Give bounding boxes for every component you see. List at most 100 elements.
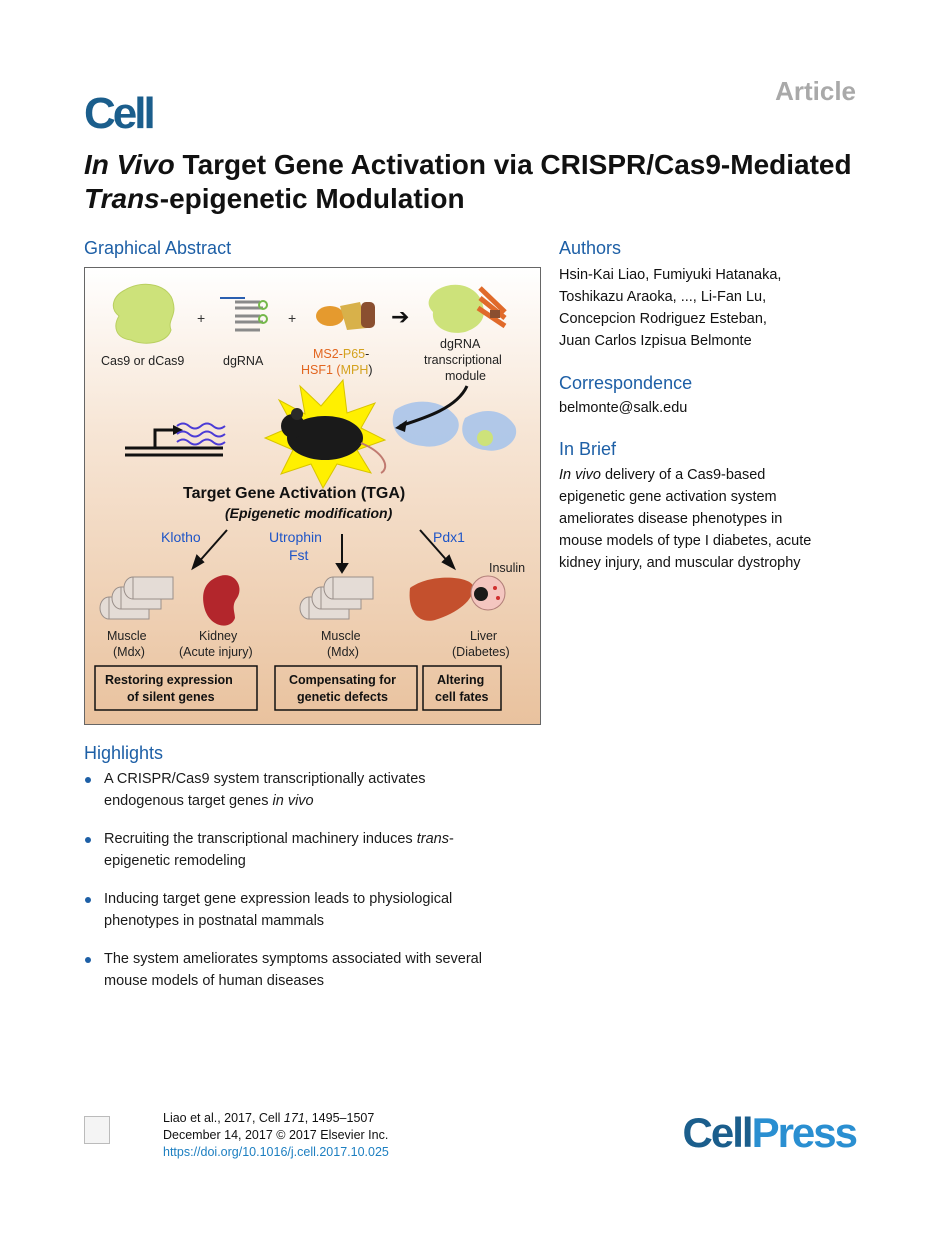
graphical-abstract-figure: + + ➔ Cas9 or dCas9 dgRNA MS2-P65- HSF1 …	[84, 267, 541, 725]
title-text-1: Target Gene Activation via CRISPR/Cas9-M…	[174, 149, 852, 180]
correspondence-heading: Correspondence	[559, 373, 693, 393]
bullet-icon	[85, 777, 91, 783]
muscle-icon-2	[299, 576, 374, 620]
authors-line: Hsin-Kai Liao, Fumiyuki Hatanaka,	[559, 267, 782, 283]
in-brief-heading: In Brief	[559, 439, 617, 459]
graphical-abstract-svg: + + ➔ Cas9 or dCas9 dgRNA MS2-P65- HSF1 …	[94, 283, 525, 711]
highlight-text: -	[448, 831, 454, 847]
plus-sign-1: +	[197, 310, 205, 326]
highlight-item: Inducing target gene expression leads to…	[84, 888, 554, 932]
in-brief-text: In vivo delivery of a Cas9-based epigene…	[559, 464, 859, 574]
in-brief-line: epigenetic gene activation system	[559, 489, 777, 505]
highlight-line: epigenetic remodeling	[104, 853, 246, 869]
citation-line-2: December 14, 2017 © 2017 Elsevier Inc.	[163, 1128, 389, 1142]
highlight-italic: in vivo	[272, 793, 314, 809]
tga-subtitle: (Epigenetic modification)	[225, 505, 393, 521]
pancreatic-cell-icon	[470, 575, 506, 611]
in-brief-line: In vivo delivery of a Cas9-based	[559, 464, 859, 486]
gene-klotho: Klotho	[161, 529, 201, 545]
citation-pages: , 1495–1507	[304, 1111, 375, 1125]
article-type-label: Article	[775, 76, 856, 106]
bullet-icon	[85, 957, 91, 963]
muscle2-sub: (Mdx)	[327, 645, 359, 659]
mph-abbr: MPH	[341, 363, 369, 377]
authors-line: Concepcion Rodriguez Esteban,	[559, 311, 767, 327]
title-italic-trans: Trans	[84, 183, 160, 214]
liver-label: Liver	[470, 629, 497, 643]
highlight-line: A CRISPR/Cas9 system transcriptionally a…	[104, 771, 426, 787]
citation-block: Liao et al., 2017, Cell 171, 1495–1507 D…	[163, 1110, 389, 1161]
publisher-logo: CellPress	[682, 1109, 858, 1156]
gene-promoter-icon	[125, 422, 226, 457]
dgrna-label: dgRNA	[223, 354, 264, 368]
publisher-logo-part1: Cell	[682, 1109, 754, 1156]
dgrna-module-icon	[428, 284, 507, 333]
outcome-3-line2: cell fates	[435, 690, 489, 704]
highlight-text: Recruiting the transcriptional machinery…	[104, 831, 417, 847]
correspondence-email-link[interactable]: belmonte@salk.edu	[559, 400, 688, 416]
outcome-box-3	[422, 665, 502, 711]
muscle-icon-1	[99, 576, 174, 620]
highlight-italic: trans	[416, 831, 449, 847]
check-for-updates-icon[interactable]	[84, 1116, 110, 1144]
gene-utrophin: Utrophin	[269, 529, 322, 545]
authors-heading: Authors	[559, 238, 622, 258]
highlight-line: phenotypes in postnatal mammals	[104, 913, 325, 929]
mph-label-line2: HSF1 (MPH)	[301, 363, 373, 377]
mph-protein-icon	[316, 302, 375, 330]
highlight-line: endogenous target genes in vivo	[104, 790, 554, 812]
outcome-2-line1: Compensating for	[289, 673, 396, 687]
citation-line-1: Liao et al., 2017, Cell 171, 1495–1507	[163, 1110, 389, 1127]
bullet-icon	[85, 897, 91, 903]
effect-arrows	[191, 529, 457, 574]
highlights-list: A CRISPR/Cas9 system transcriptionally a…	[84, 768, 554, 1008]
module-label-3: module	[445, 369, 486, 383]
title-italic-in-vivo: In Vivo	[84, 149, 175, 180]
gene-fst: Fst	[289, 547, 309, 563]
highlight-text: endogenous target genes	[104, 793, 273, 809]
insulin-label: Insulin	[489, 561, 525, 575]
muscle2-label: Muscle	[321, 629, 361, 643]
highlight-line: Inducing target gene expression leads to…	[104, 891, 453, 907]
liver-icon	[409, 577, 474, 621]
ms2-label: MS2-	[313, 347, 343, 361]
hsf1-label: HSF1 (	[301, 363, 341, 377]
publisher-logo-part2: Press	[751, 1109, 858, 1156]
dgrna-icon	[220, 297, 268, 332]
authors-list: Hsin-Kai Liao, Fumiyuki Hatanaka, Toshik…	[559, 264, 859, 352]
in-brief-line: mouse models of type I diabetes, acute	[559, 533, 812, 549]
outcome-box-1	[94, 665, 258, 711]
in-brief-line: ameliorates disease phenotypes in	[559, 511, 783, 527]
gene-pdx1: Pdx1	[433, 529, 465, 545]
p65-label: P65	[343, 347, 365, 361]
mph-dash: -	[365, 347, 369, 361]
muscle1-label: Muscle	[107, 629, 147, 643]
authors-line: Toshikazu Araoka, ..., Li-Fan Lu,	[559, 289, 767, 305]
in-brief-line-text: delivery of a Cas9-based	[600, 467, 766, 483]
citation-text: Liao et al., 2017, Cell	[163, 1111, 284, 1125]
muscle1-sub: (Mdx)	[113, 645, 145, 659]
bullet-icon	[85, 837, 91, 843]
doi-link[interactable]: https://doi.org/10.1016/j.cell.2017.10.0…	[163, 1145, 389, 1159]
outcome-box-2	[274, 665, 418, 711]
journal-logo: Cell	[84, 89, 156, 138]
in-brief-italic: In vivo	[559, 467, 601, 483]
liver-sub: (Diabetes)	[452, 645, 510, 659]
tga-title: Target Gene Activation (TGA)	[183, 485, 405, 502]
outcome-2-line2: genetic defects	[297, 690, 388, 704]
mph-close: )	[368, 363, 372, 377]
graphical-abstract-heading: Graphical Abstract	[84, 238, 232, 258]
title-text-2: -epigenetic Modulation	[159, 183, 465, 214]
highlight-line: mouse models of human diseases	[104, 973, 325, 989]
module-label-2: transcriptional	[424, 353, 502, 367]
highlight-item: Recruiting the transcriptional machinery…	[84, 828, 554, 872]
highlight-line: Recruiting the transcriptional machinery…	[104, 828, 554, 850]
article-title: In Vivo Target Gene Activation via CRISP…	[84, 148, 864, 216]
highlights-heading: Highlights	[84, 743, 164, 763]
outcome-1-line2: of silent genes	[127, 690, 215, 704]
highlight-item: A CRISPR/Cas9 system transcriptionally a…	[84, 768, 554, 812]
highlight-line: The system ameliorates symptoms associat…	[104, 951, 482, 967]
in-brief-line: kidney injury, and muscular dystrophy	[559, 555, 801, 571]
recruited-module-icon	[392, 385, 517, 451]
kidney-icon	[203, 575, 240, 626]
